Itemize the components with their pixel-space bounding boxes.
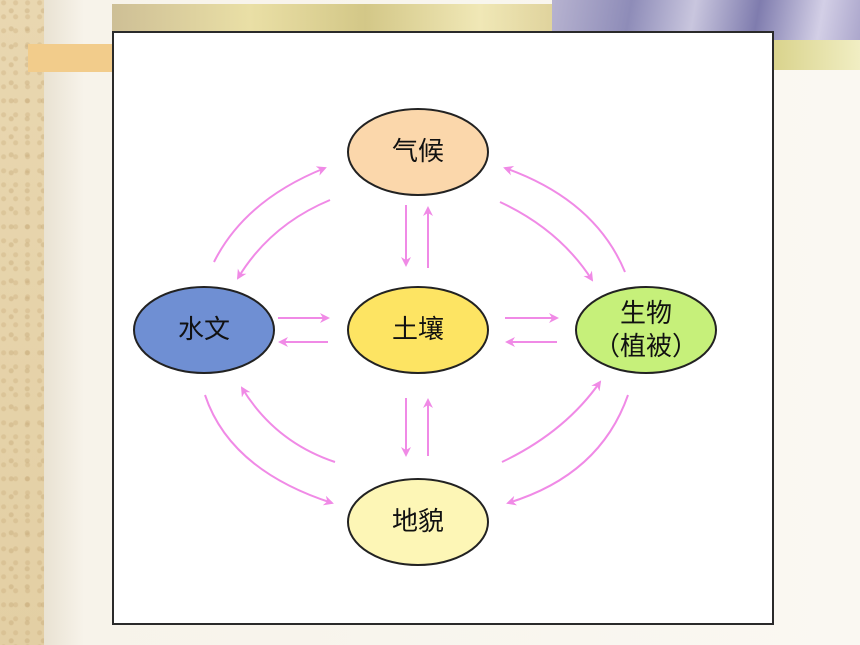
- node-climate-ellipse: [347, 108, 489, 196]
- node-hydrology-ellipse: [133, 286, 275, 374]
- decorative-photo-strip: [770, 40, 860, 70]
- node-climate: 气候: [347, 108, 489, 196]
- arrow-hydrology-to-landform: [204, 394, 334, 506]
- node-hydrology: 水文: [133, 286, 275, 374]
- node-landform-label: 地貌: [392, 507, 444, 537]
- node-soil: 土壤: [347, 286, 489, 374]
- node-soil-label: 土壤: [392, 315, 444, 345]
- left-texture-strip: [0, 0, 44, 645]
- node-climate-label: 气候: [392, 137, 444, 167]
- arrow-landform-to-biology: [501, 380, 602, 463]
- relation-arrows: [204, 165, 629, 506]
- arrow-landform-to-hydrology: [240, 386, 336, 463]
- node-hydrology-label: 水文: [178, 315, 230, 345]
- node-biology: 生物 （植被）: [575, 286, 717, 374]
- node-landform-ellipse: [347, 478, 489, 566]
- node-biology-label-line1: 生物: [620, 299, 672, 329]
- arrow-climate-to-hydrology: [236, 199, 331, 280]
- node-landform: 地貌: [347, 478, 489, 566]
- node-biology-ellipse: [575, 286, 717, 374]
- arrow-biology-to-climate: [503, 165, 626, 273]
- node-soil-ellipse: [347, 286, 489, 374]
- arrow-hydrology-to-climate: [213, 166, 327, 263]
- decorative-band: [28, 44, 118, 72]
- arrow-biology-to-landform: [506, 394, 629, 506]
- arrow-climate-to-biology: [499, 201, 594, 282]
- node-biology-label-line2: （植被）: [594, 332, 698, 362]
